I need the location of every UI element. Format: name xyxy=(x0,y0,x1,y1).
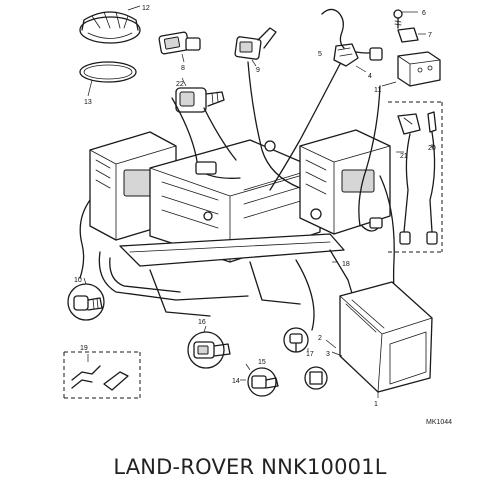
callout-4: 4 xyxy=(368,73,372,80)
part-12-connector-cap xyxy=(79,5,141,44)
callout-2: 2 xyxy=(318,335,322,342)
part-16-plug xyxy=(187,325,231,369)
part-8-sensor xyxy=(158,31,201,63)
callout-13: 13 xyxy=(84,99,92,106)
callout-15: 15 xyxy=(258,359,266,366)
callout-14: 14 xyxy=(232,378,240,385)
callout-22: 22 xyxy=(176,81,184,88)
callout-11: 11 xyxy=(374,87,381,94)
callout-21: 21 xyxy=(400,153,408,160)
part-caption: LAND-ROVER NNK10001L xyxy=(113,455,387,479)
callout-10: 10 xyxy=(74,277,82,284)
part-22-temp-sensor xyxy=(175,77,225,113)
diagram-code: MK1044 xyxy=(426,419,452,426)
inset-panel-parts-20-21 xyxy=(388,101,443,253)
callout-6: 6 xyxy=(422,10,426,17)
part-6-screw xyxy=(393,9,418,29)
callout-labels: 12 13 8 9 22 6 7 5 4 11 21 20 18 10 2 3 … xyxy=(74,5,452,426)
part-7-clip xyxy=(397,27,426,43)
callout-20: 20 xyxy=(428,145,436,152)
callout-5: 5 xyxy=(318,51,322,58)
part-14-15-sensor xyxy=(240,363,279,397)
callout-7: 7 xyxy=(428,32,432,39)
part-2-3-items xyxy=(325,339,343,357)
callout-16: 16 xyxy=(198,319,206,326)
part-10-sensor xyxy=(67,277,105,321)
callout-3: 3 xyxy=(326,351,330,358)
callout-19: 19 xyxy=(80,345,88,352)
inset-panel-part-19 xyxy=(63,351,141,399)
callout-8: 8 xyxy=(181,65,185,72)
callout-17: 17 xyxy=(306,351,314,358)
callout-18: 18 xyxy=(342,261,350,268)
callout-12: 12 xyxy=(142,5,150,12)
callout-1: 1 xyxy=(374,401,378,408)
part-11-module xyxy=(381,51,441,87)
part-13-circlip xyxy=(79,61,137,97)
engine-assembly xyxy=(79,61,401,331)
part-9-sensor xyxy=(234,27,277,67)
part-5-4-cable-clip xyxy=(321,8,383,73)
callout-9: 9 xyxy=(256,67,260,74)
part-17-bolt-clip xyxy=(283,327,328,390)
part-1-ecu xyxy=(339,281,433,398)
